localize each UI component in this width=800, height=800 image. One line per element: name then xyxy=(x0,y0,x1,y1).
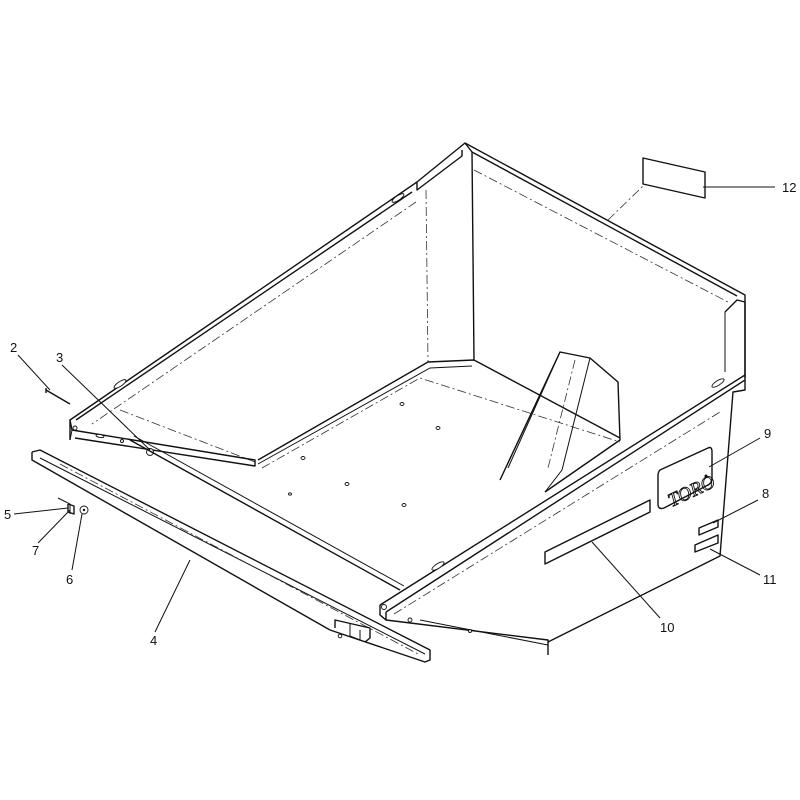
toro-logo-decal: TORO xyxy=(657,446,719,512)
callout-labels: 12 2 3 9 8 5 7 6 11 10 4 xyxy=(4,180,796,648)
long-rod xyxy=(129,439,401,591)
callout-7: 7 xyxy=(32,543,39,558)
callout-4: 4 xyxy=(150,633,157,648)
callout-5: 5 xyxy=(4,507,11,522)
callout-6: 6 xyxy=(66,572,73,587)
pin xyxy=(45,388,71,405)
loose-rail xyxy=(31,449,431,663)
leader-lines xyxy=(13,186,775,633)
callout-10: 10 xyxy=(660,620,674,635)
callout-8: 8 xyxy=(762,486,769,501)
stripe-decal xyxy=(544,499,651,565)
left-rail xyxy=(69,419,256,467)
left-side-wall xyxy=(69,181,418,463)
right-side-wall xyxy=(379,299,746,655)
callout-2: 2 xyxy=(10,340,17,355)
callout-12: 12 xyxy=(782,180,796,195)
callout-9: 9 xyxy=(764,426,771,441)
small-decal-lower xyxy=(694,534,719,553)
hardware-set xyxy=(57,497,89,515)
callout-11: 11 xyxy=(763,572,777,587)
hopper-floor xyxy=(257,359,621,507)
small-decal-upper xyxy=(698,519,719,536)
callout-3: 3 xyxy=(56,350,63,365)
rear-wall xyxy=(416,142,746,378)
toro-logo-text: TORO xyxy=(665,472,719,512)
rear-decal xyxy=(642,157,706,199)
center-gusset xyxy=(499,351,621,493)
